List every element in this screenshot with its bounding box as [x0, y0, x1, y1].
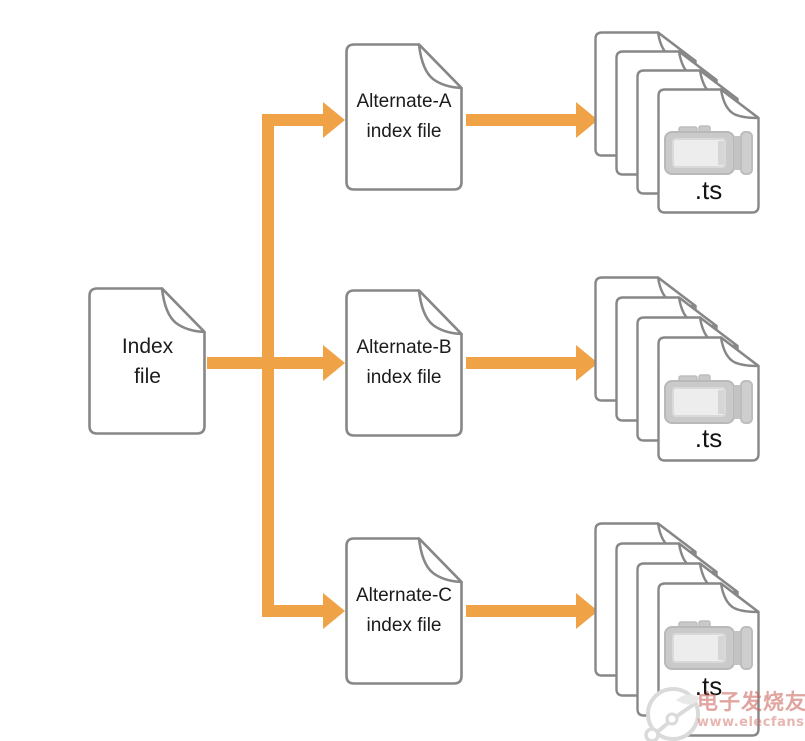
segment-stack-a: [594, 31, 760, 214]
arrowhead-to-alternate-a: [323, 102, 345, 138]
alternate-a-page: [345, 43, 463, 191]
index-file-page: [88, 287, 206, 435]
arrowhead-to-alternate-b: [323, 345, 345, 381]
segment-stack-b: [594, 276, 760, 462]
arrows-alternates-to-segments: [466, 102, 598, 629]
arrowhead-to-alternate-c: [323, 593, 345, 629]
arrow-index-to-alternates: [207, 102, 345, 629]
alternate-b-page: [345, 289, 463, 437]
alternate-c-page: [345, 537, 463, 685]
elecfans-logo-icon: [644, 687, 700, 741]
